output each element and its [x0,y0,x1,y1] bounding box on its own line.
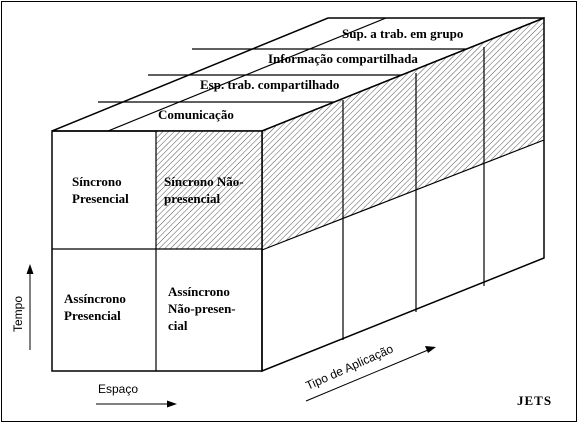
axis-arrowhead-application [425,346,436,353]
layer-label-shared-workspace: Esp. trab. compartilhado [200,77,339,92]
axis-arrowhead-time [26,264,34,274]
credit-label: JETS [517,393,552,408]
cell-sync-nonpresent-line1: Síncrono Não- [164,174,244,189]
axis-label-time: Tempo [11,296,25,332]
cell-async-nonpresent-line3: cial [168,318,188,333]
cell-async-present-line1: Assíncrono [64,291,126,306]
layer-label-communication: Comunicação [158,107,234,122]
cell-sync-present-line2: Presencial [72,191,129,206]
layer-label-shared-information: Informação compartilhada [268,51,418,66]
axis-arrowhead-space [167,400,177,408]
axis-arrow-application [305,349,429,402]
cell-sync-present-line1: Síncrono [72,174,122,189]
cell-sync-nonpresent-line2: presencial [164,191,220,206]
layer-label-group-support: Sup. a trab. em grupo [342,26,463,41]
right-face-hatch [262,18,544,250]
right-face-divider [261,139,545,251]
cell-async-nonpresent-line1: Assíncrono [168,284,230,299]
front-face [51,130,263,372]
cell-async-nonpresent-line2: Não-presen- [168,301,236,316]
cell-async-present-line2: Presencial [64,308,121,323]
axis-label-space: Espaço [98,382,138,396]
front-hatched-cell [156,131,262,249]
